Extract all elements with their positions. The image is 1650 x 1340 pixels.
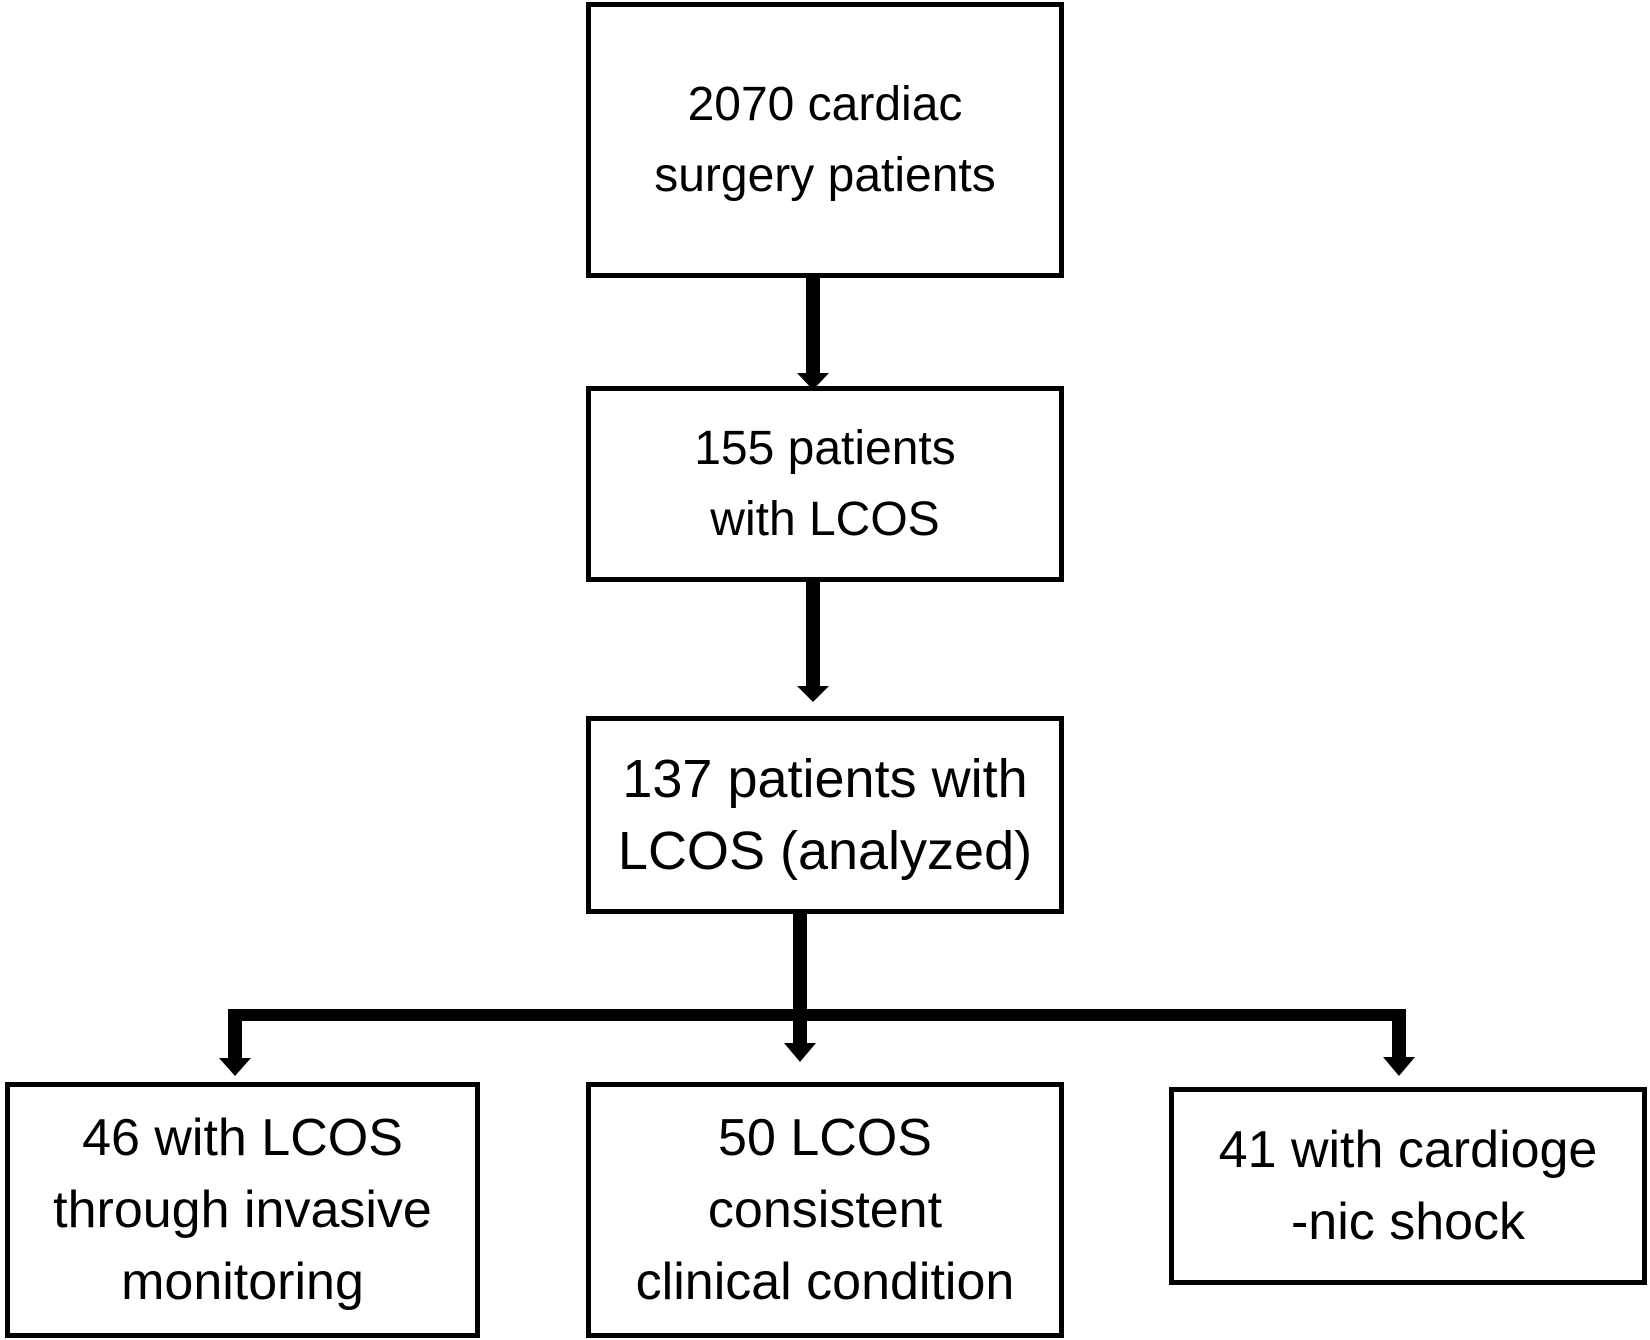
box-analyzed-text: 137 patients with LCOS (analyzed) [618,743,1032,887]
arrowhead-to-lcos [797,373,829,390]
arrowhead-to-invasive [219,1058,251,1076]
box-clinical-line-1: 50 LCOS [718,1109,932,1167]
box-lcos-line-1: 155 patients [694,422,956,475]
box-shock-line-1: 41 with cardioge [1218,1121,1598,1179]
arrowhead-to-analyzed [797,686,829,702]
box-enrolled: 2070 cardiac surgery patients [586,2,1064,278]
box-clinical-line-3: clinical condition [635,1253,1015,1311]
box-analyzed-line-2: LCOS (analyzed) [617,821,1033,881]
box-clinical-line-2: consistent [707,1181,943,1239]
box-lcos-line-2: with LCOS [710,493,940,546]
box-enrolled-text: 2070 cardiac surgery patients [654,69,996,211]
box-enrolled-line-1: 2070 cardiac [687,78,963,131]
box-clinical: 50 LCOS consistent clinical condition [586,1082,1064,1338]
box-shock-text: 41 with cardioge -nic shock [1219,1114,1598,1258]
box-analyzed-line-1: 137 patients with [622,749,1028,809]
box-invasive-line-1: 46 with LCOS [82,1109,403,1167]
box-invasive-text: 46 with LCOS through invasive monitoring [53,1102,432,1318]
box-shock: 41 with cardioge -nic shock [1169,1087,1647,1285]
arrowhead-to-clinical [784,1043,816,1062]
box-lcos: 155 patients with LCOS [586,386,1064,582]
box-analyzed: 137 patients with LCOS (analyzed) [586,716,1064,914]
arrowhead-to-shock [1383,1057,1415,1076]
box-enrolled-line-2: surgery patients [654,149,996,202]
box-invasive-line-3: monitoring [121,1253,364,1311]
box-shock-line-2: -nic shock [1290,1193,1526,1251]
box-invasive-line-2: through invasive [53,1181,432,1239]
box-lcos-text: 155 patients with LCOS [694,413,956,555]
box-clinical-text: 50 LCOS consistent clinical condition [636,1102,1015,1318]
box-invasive: 46 with LCOS through invasive monitoring [5,1082,480,1338]
